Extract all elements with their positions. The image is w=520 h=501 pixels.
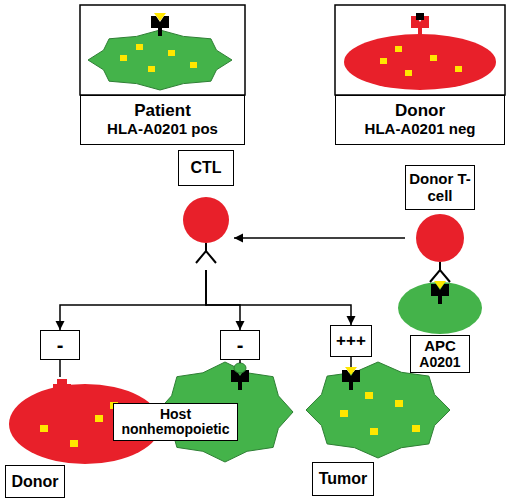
label-box: +++	[330, 325, 372, 357]
node-subtitle: A0201	[419, 355, 460, 370]
connector	[234, 234, 405, 243]
label-box: CTL	[178, 150, 234, 186]
arrow-head	[236, 321, 245, 330]
cell-node: CTL	[178, 150, 234, 270]
node-subtitle: HLA-A0201 neg	[365, 121, 476, 138]
host-cell	[88, 30, 232, 90]
mhc-flag	[411, 13, 429, 36]
connector	[206, 270, 245, 330]
granules	[380, 46, 462, 76]
connector-line	[206, 270, 240, 330]
label-box: Tumor	[312, 462, 374, 496]
label-box: Donor	[5, 465, 65, 498]
leader-line	[239, 360, 241, 363]
arrow-head	[56, 321, 65, 330]
node-title: CTL	[190, 159, 221, 177]
label-box: PatientHLA-A0201 pos	[80, 95, 245, 145]
label-box: Donor T-cell	[405, 165, 475, 210]
node-title: APC	[424, 338, 456, 355]
connector	[56, 270, 207, 330]
t-cell-receptor	[196, 243, 216, 263]
label-box: Host nonhemopoietic	[113, 403, 238, 441]
arrow-head	[234, 234, 243, 243]
connector	[206, 270, 356, 325]
label-box: -	[40, 330, 80, 360]
label-box: -	[220, 330, 260, 360]
node-title: Donor	[395, 102, 445, 121]
tumor-cell	[306, 362, 450, 458]
node-title: +++	[336, 332, 366, 351]
node-title: -	[57, 334, 64, 356]
cell-node: Donor T-cell	[405, 165, 475, 280]
label-box: DonorHLA-A0201 neg	[335, 95, 505, 145]
node-title: Donor	[11, 473, 58, 491]
t-cell	[416, 214, 464, 262]
connector-line	[60, 270, 206, 330]
granules	[120, 44, 197, 72]
node-title: Patient	[134, 102, 191, 121]
node-title: Host nonhemopoietic	[114, 407, 237, 438]
granules	[340, 392, 420, 435]
leader-line	[350, 357, 352, 367]
mhc-flag	[431, 281, 449, 304]
donor-cell	[344, 34, 496, 90]
mhc-flag	[151, 13, 169, 36]
node-title: Donor T-cell	[406, 171, 474, 204]
picture-frame	[335, 5, 505, 95]
label-box: APCA0201	[410, 335, 470, 373]
leader-line	[59, 360, 61, 377]
mhc-flag	[231, 363, 249, 390]
connector-line	[234, 237, 405, 239]
picture-frame	[80, 5, 245, 95]
connector-line	[206, 270, 351, 325]
mhc-flag	[342, 367, 360, 390]
arrow-head	[347, 316, 356, 325]
node-subtitle: HLA-A0201 pos	[107, 121, 218, 138]
t-cell	[183, 197, 229, 243]
node-title: -	[237, 334, 244, 356]
mhc-flag	[53, 379, 71, 404]
apc-cell	[398, 282, 482, 334]
node-title: Tumor	[319, 470, 368, 488]
t-cell-receptor	[430, 262, 450, 282]
